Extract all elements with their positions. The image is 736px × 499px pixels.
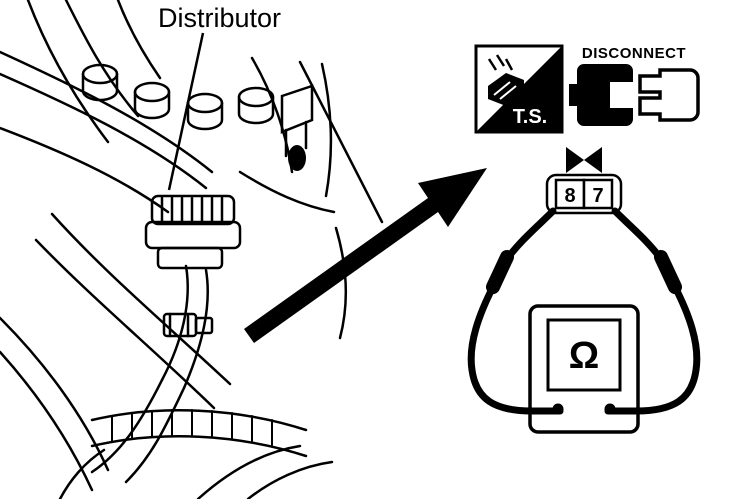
left-test-lead <box>503 207 557 263</box>
engine-illustration <box>0 0 384 499</box>
ohm-symbol: Ω <box>569 335 599 377</box>
callout-arrow <box>244 168 487 343</box>
bottom-lines <box>0 316 334 499</box>
ohmmeter-display <box>546 318 622 392</box>
disconnect-male-connector-icon <box>638 68 700 122</box>
disconnect-female-connector-icon <box>577 64 633 126</box>
large-hoses <box>34 212 232 484</box>
pin-7-cell <box>582 178 614 210</box>
test-leads <box>467 207 701 415</box>
ohmmeter-left-terminal <box>552 403 564 415</box>
distributor-label: Distributor <box>158 3 281 33</box>
connector-pin-diagram: 8 7 <box>545 147 623 215</box>
disconnect-icon: DISCONNECT <box>569 45 700 126</box>
ribbed-hose-bottom <box>90 409 308 458</box>
ts-label: T.S. <box>513 106 547 128</box>
ts-connector-glyph-icon <box>487 54 524 106</box>
pin-7-label: 7 <box>592 185 603 207</box>
disconnect-label: DISCONNECT <box>582 45 686 62</box>
hose-lines-top-left <box>0 0 214 214</box>
ts-icon: T.S. <box>474 44 564 134</box>
disconnect-female-tab <box>569 84 578 106</box>
right-test-lead <box>611 207 665 263</box>
left-test-lead <box>467 281 564 415</box>
distributor-body <box>144 194 242 270</box>
pin-8-cell <box>554 178 586 210</box>
engine-caps <box>81 63 275 131</box>
connector-orientation-bowtie-icon <box>566 147 584 173</box>
pin-8-label: 8 <box>564 185 575 207</box>
ohmmeter-right-terminal <box>604 403 616 415</box>
connector-orientation-bowtie-icon <box>584 147 602 173</box>
distributor-leader-line <box>167 32 205 191</box>
harness-connector <box>162 312 214 338</box>
engine-right-parts <box>238 56 384 340</box>
right-test-lead <box>604 281 701 415</box>
